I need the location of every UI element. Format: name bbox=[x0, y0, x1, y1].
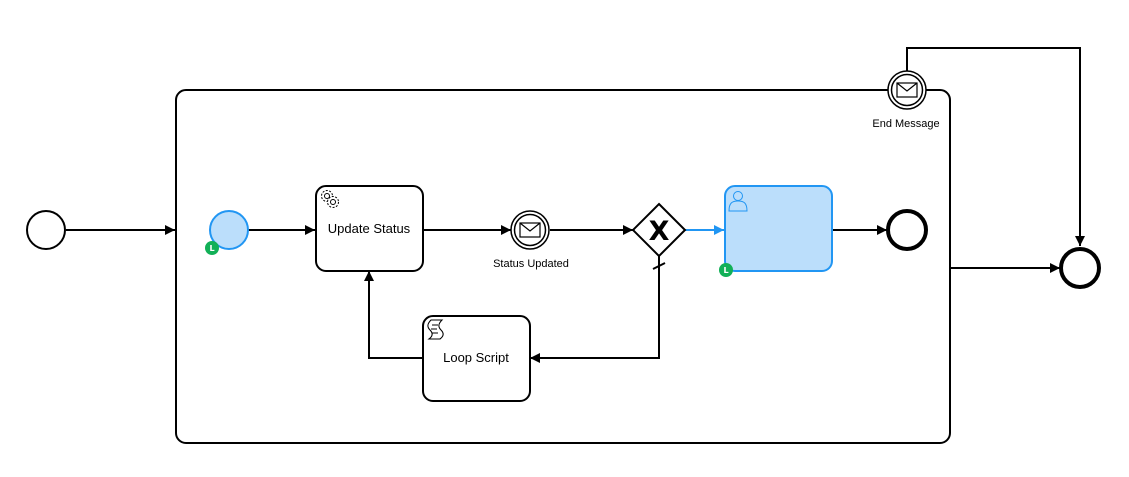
end-message-boundary-event[interactable] bbox=[887, 70, 927, 110]
update-status-label: Update Status bbox=[328, 221, 411, 236]
gateway-x-marker: X bbox=[649, 216, 670, 247]
inner-end-event[interactable] bbox=[886, 209, 928, 251]
flow-gateway-to-loop-script[interactable] bbox=[530, 256, 660, 363]
user-task-badge: L bbox=[719, 263, 733, 277]
gear-icon bbox=[321, 190, 339, 208]
update-status-task[interactable]: Update Status bbox=[315, 185, 424, 272]
loop-script-label: Loop Script bbox=[443, 350, 509, 365]
loop-script-task[interactable]: Loop Script bbox=[422, 315, 531, 402]
status-updated-event[interactable] bbox=[510, 210, 550, 250]
status-updated-label: Status Updated bbox=[493, 258, 569, 270]
end-event[interactable] bbox=[1059, 247, 1101, 289]
script-icon bbox=[427, 319, 444, 340]
user-task[interactable] bbox=[724, 185, 833, 272]
default-flow-marker bbox=[652, 262, 666, 270]
exclusive-gateway[interactable]: X bbox=[631, 202, 687, 258]
inner-start-badge: L bbox=[205, 241, 219, 255]
end-message-label: End Message bbox=[872, 118, 939, 130]
user-icon bbox=[728, 191, 748, 212]
svg-text:L: L bbox=[723, 266, 728, 275]
sequence-flows bbox=[66, 47, 1085, 363]
svg-text:L: L bbox=[209, 244, 214, 253]
flow-loop-script-to-update-status[interactable] bbox=[364, 271, 423, 359]
envelope-icon bbox=[896, 82, 918, 98]
envelope-icon bbox=[519, 222, 541, 238]
inner-start-event[interactable] bbox=[209, 210, 249, 250]
start-event[interactable] bbox=[26, 210, 66, 250]
flow-end-message-to-end-event[interactable] bbox=[906, 47, 1085, 246]
